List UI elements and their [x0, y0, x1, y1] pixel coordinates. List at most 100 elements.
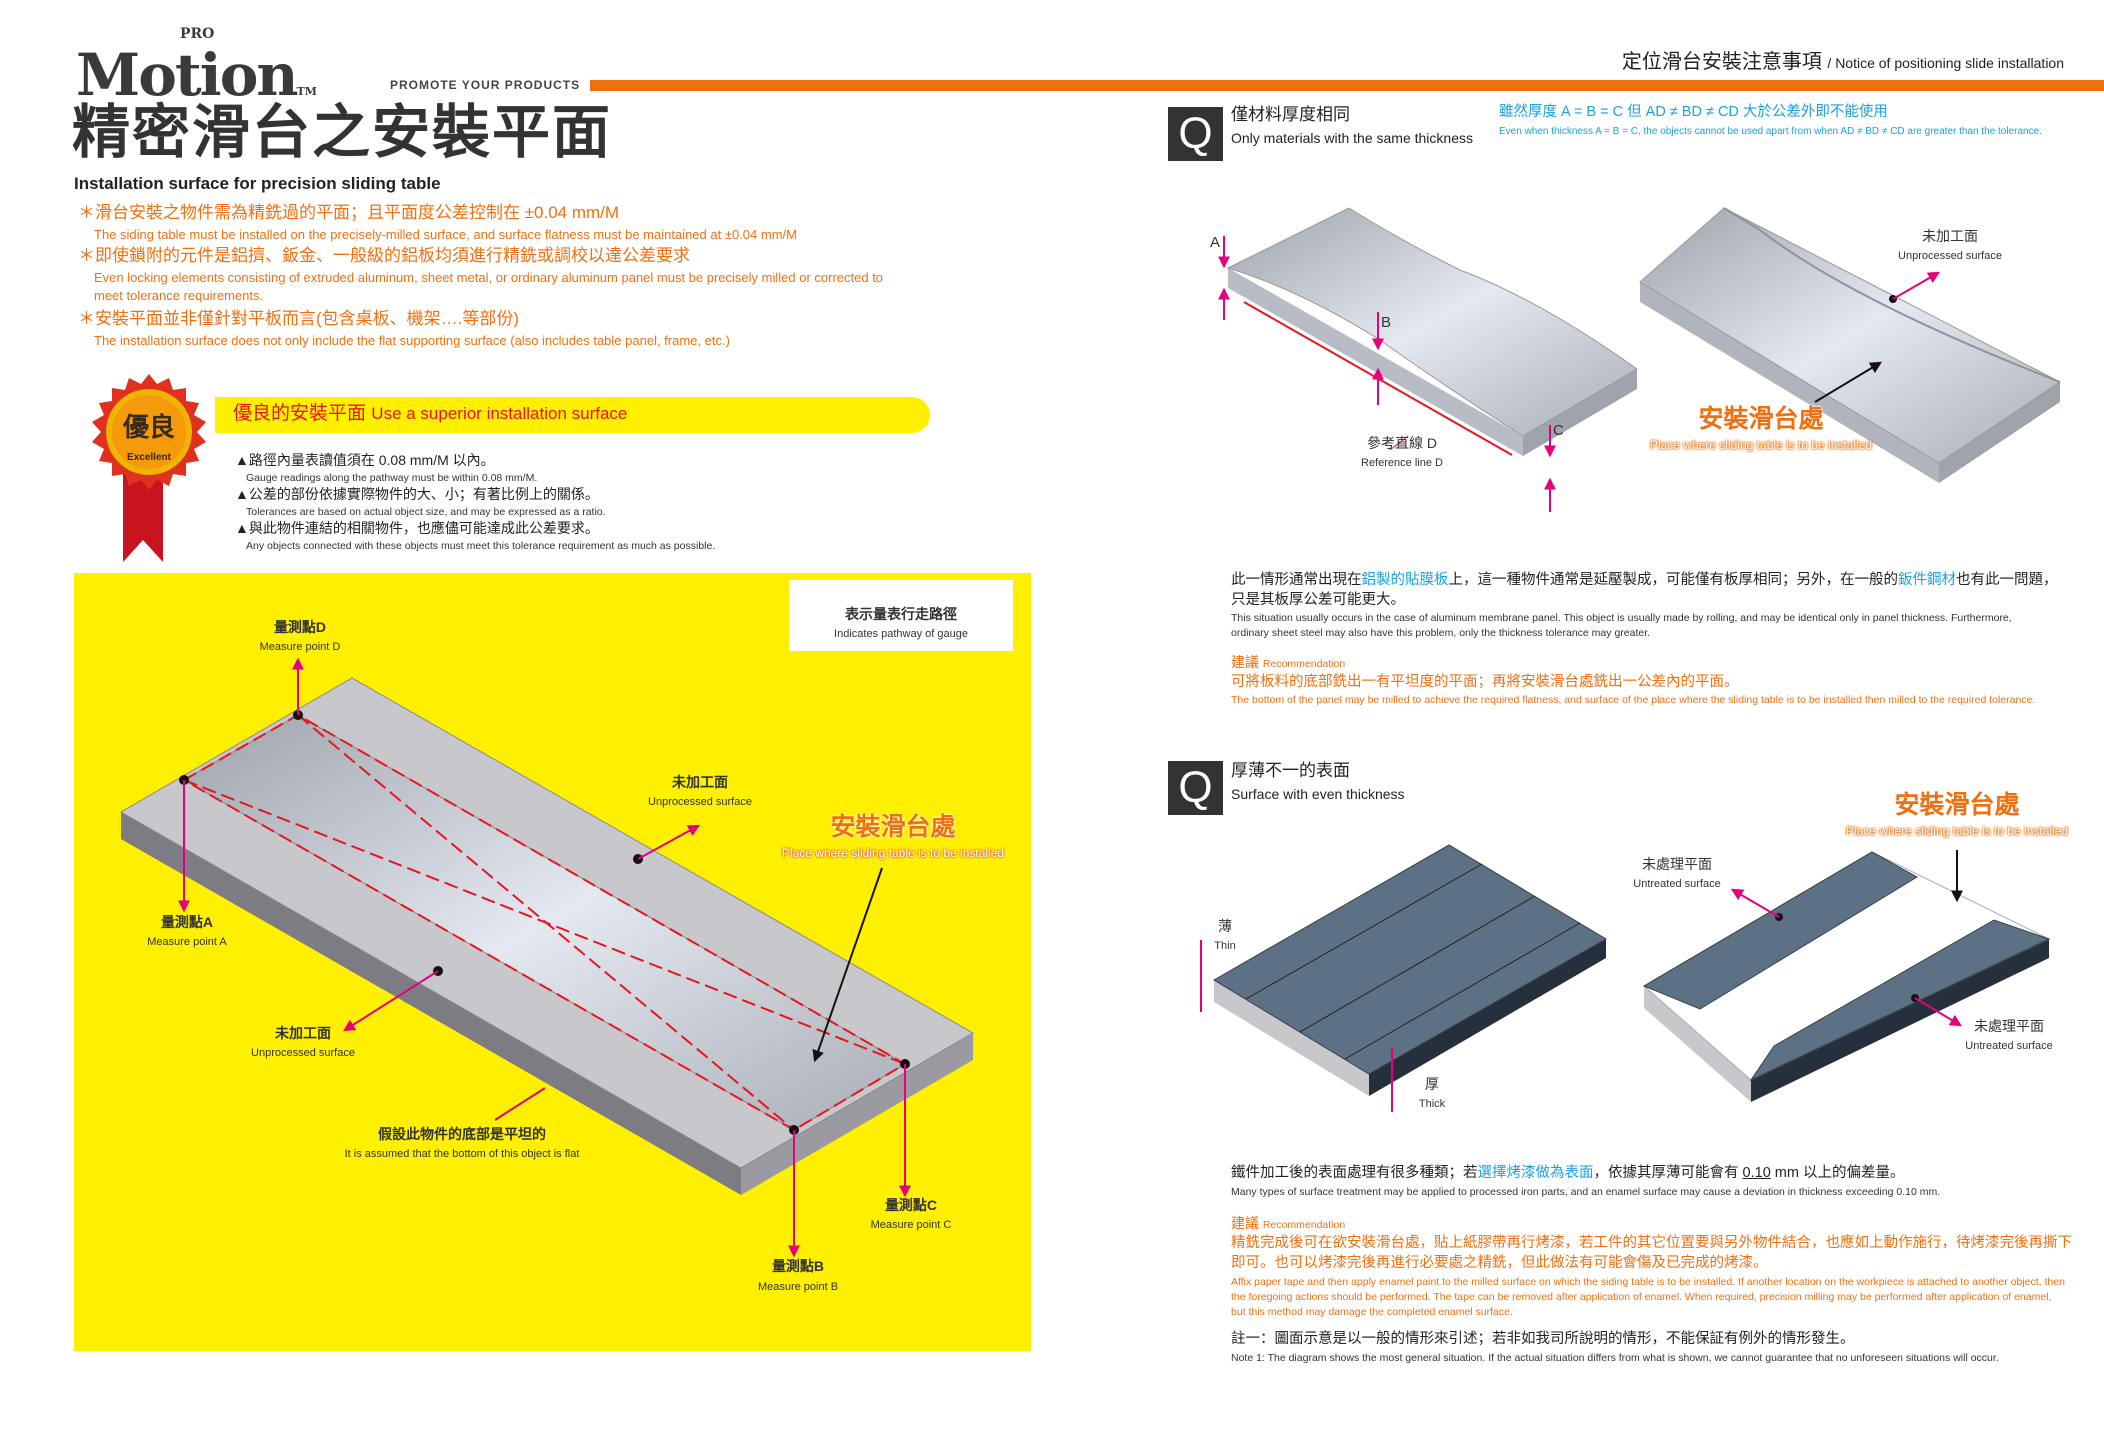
- excellent-item-2-en: Tolerances are based on actual object si…: [246, 506, 606, 518]
- requirement-3-en: The installation surface does not only i…: [94, 333, 730, 348]
- rec-zh: 建議: [1231, 1215, 1259, 1231]
- q2-icon: Q: [1168, 761, 1223, 815]
- text: 此一情形通常出現在: [1231, 572, 1362, 588]
- label-c: C: [1553, 422, 1564, 439]
- q1-icon: Q: [1168, 107, 1223, 161]
- q1-recommendation-en: The bottom of the panel may be milled to…: [1231, 694, 2036, 706]
- point-c-en: Measure point C: [870, 1219, 952, 1231]
- q1-install-zh: 安裝滑台處: [1698, 405, 1824, 433]
- untreated-1-zh: 未處理平面: [1642, 856, 1712, 872]
- requirement-2-en: Even locking elements consisting of extr…: [94, 270, 884, 285]
- q1-install-en: Place where sliding table is to be insta…: [1649, 438, 1873, 452]
- excellent-item-1-en: Gauge readings along the pathway must be…: [246, 472, 538, 484]
- unprocessed-1-en: Unprocessed surface: [648, 796, 752, 808]
- point-a-zh: 量測點A: [160, 914, 214, 930]
- masked-plate-diagram: [1642, 851, 2051, 1102]
- rec-en: Recommendation: [1262, 1219, 1346, 1231]
- requirement-1-en: The siding table must be installed on th…: [94, 227, 797, 242]
- flat-bottom-zh: 假設此物件的底部是平坦的: [378, 1126, 546, 1142]
- untreated-2-en: Untreated surface: [1965, 1040, 2053, 1052]
- deviation-value: 0.10: [1742, 1165, 1771, 1181]
- logo-pro: PRO: [180, 26, 215, 42]
- q1-paragraph-zh-cont: 只是其板厚公差可能更大。: [1231, 592, 1405, 608]
- highlight: 鈑件鋼材: [1898, 572, 1956, 588]
- logo-tm: TM: [296, 85, 317, 98]
- q1-unprocessed-zh: 未加工面: [1922, 228, 1978, 244]
- q2-recommendation-heading: 建議 Recommendation: [1231, 1215, 1345, 1232]
- q1-paragraph-zh: 此一情形通常出現在鋁製的貼膜板上，這一種物件通常是延壓製成，可能僅有板厚相同；另…: [1231, 572, 2058, 589]
- section-header-zh: 定位滑台安裝注意事項: [1621, 51, 1822, 73]
- excellent-banner: 優良的安裝平面 Use a superior installation surf…: [215, 397, 930, 433]
- excellent-item-3-en: Any objects connected with these objects…: [246, 540, 716, 552]
- excellent-item-1-zh: ▲路徑內量表讀值須在 0.08 mm/M 以內。: [235, 452, 495, 468]
- thick-en: Thick: [1418, 1098, 1446, 1110]
- section-header: 定位滑台安裝注意事項 / Notice of positioning slide…: [1622, 50, 2064, 74]
- q1-title-zh: 僅材料厚度相同: [1231, 105, 1350, 124]
- section-header-en: / Notice of positioning slide installati…: [1827, 55, 2064, 71]
- text: 上，這一種物件通常是延壓製成，可能僅有板厚相同；另外，在一般的: [1448, 572, 1899, 588]
- banner-en: Use a superior installation surface: [371, 404, 628, 423]
- excellent-medal-icon: 優良 Excellent: [92, 374, 206, 562]
- ref-line-zh: 參考直線 D: [1367, 435, 1437, 451]
- point-d-en: Measure point D: [259, 641, 341, 653]
- q2-recommendation-en-2: the foregoing actions should be performe…: [1231, 1291, 2052, 1303]
- thick-zh: 厚: [1425, 1076, 1439, 1092]
- q1-note-zh: 雖然厚度 A = B = C 但 AD ≠ BD ≠ CD 大於公差外即不能使用: [1499, 104, 1888, 120]
- rec-en: Recommendation: [1262, 658, 1346, 670]
- q1-title-en: Only materials with the same thickness: [1231, 130, 1473, 146]
- requirement-3-zh: ＊安裝平面並非僅針對平板而言(包含桌板、機架….等部份): [78, 309, 520, 328]
- highlight: 鋁製的貼膜板: [1361, 572, 1449, 588]
- q2-recommendation-en-1: Affix paper tape and then apply enamel p…: [1231, 1276, 2065, 1288]
- q1-note-en: Even when thickness A = B = C, the objec…: [1499, 126, 2042, 137]
- q2-paragraph-zh: 鐵件加工後的表面處理有很多種類；若選擇烤漆做為表面，依據其厚薄可能會有 0.10…: [1231, 1165, 1904, 1182]
- untreated-2-zh: 未處理平面: [1974, 1018, 2044, 1034]
- note-en: Note 1: The diagram shows the most gener…: [1231, 1352, 1999, 1364]
- page-title: 精密滑台之安裝平面: [72, 100, 613, 165]
- q1-recommendation-heading: 建議 Recommendation: [1231, 654, 1345, 671]
- q1-unprocessed-en: Unprocessed surface: [1898, 250, 2002, 262]
- ref-line-en: Reference line D: [1361, 457, 1443, 469]
- label-b: B: [1381, 314, 1392, 331]
- pink-arrows: [178, 657, 911, 1258]
- flat-bottom-en: It is assumed that the bottom of this ob…: [344, 1148, 580, 1160]
- rec-zh: 建議: [1231, 654, 1259, 670]
- legend-zh: 表示量表行走路徑: [845, 606, 957, 622]
- banner-zh: 優良的安裝平面: [233, 403, 367, 424]
- text: ，依據其厚薄可能會有: [1593, 1165, 1743, 1181]
- q2-recommendation-en-3: but this method may damage the completed…: [1231, 1306, 1513, 1318]
- q2-install-zh: 安裝滑台處: [1894, 791, 2020, 819]
- text: mm 以上的偏差量。: [1770, 1165, 1905, 1181]
- q2-title-zh: 厚薄不一的表面: [1231, 761, 1350, 780]
- q1-recommendation-zh: 可將板料的底部銑出一有平坦度的平面；再將安裝滑台處銑出一公差內的平面。: [1231, 674, 1739, 690]
- install-place-en: Place where sliding table is to be insta…: [781, 846, 1005, 860]
- q2-recommendation-zh-2: 即可。也可以烤漆完後再進行必要處之精銑，但此做法有可能會傷及已完成的烤漆。: [1231, 1255, 1768, 1271]
- requirement-1-zh: ＊滑台安裝之物件需為精銑過的平面；且平面度公差控制在 ±0.04 mm/M: [78, 203, 620, 222]
- point-c-zh: 量測點C: [884, 1197, 938, 1213]
- logo-text: Motion: [76, 41, 299, 109]
- painted-plate-diagram: [1213, 844, 1607, 1096]
- requirement-2-zh: ＊即使鎖附的元件是鋁擠、鈑金、一般級的鋁板均須進行精銑或調校以達公差要求: [78, 246, 690, 265]
- thin-en: Thin: [1214, 940, 1236, 952]
- requirement-2-en-cont: meet tolerance requirements.: [94, 288, 264, 303]
- milled-plate-diagram: [1639, 207, 2061, 483]
- text: 也有此一問題，: [1956, 572, 2058, 588]
- thin-zh: 薄: [1218, 918, 1232, 934]
- highlight: 選擇烤漆做為表面: [1477, 1165, 1594, 1181]
- legend-box: [789, 580, 1013, 651]
- page-subtitle: Installation surface for precision slidi…: [74, 174, 441, 193]
- q2-title-en: Surface with even thickness: [1231, 786, 1405, 802]
- wavy-plate-diagram: [1226, 207, 1638, 456]
- excellent-item-3-zh: ▲與此物件連結的相關物件，也應儘可能達成此公差要求。: [235, 520, 599, 536]
- unprocessed-2-en: Unprocessed surface: [251, 1047, 355, 1059]
- main-slab: [119, 677, 975, 1195]
- q1-paragraph-en-2: ordinary sheet steel may also have this …: [1231, 627, 1651, 639]
- unprocessed-1-zh: 未加工面: [672, 774, 728, 790]
- q2-paragraph-en: Many types of surface treatment may be a…: [1231, 1186, 1941, 1198]
- label-a: A: [1210, 234, 1221, 251]
- point-b-en: Measure point B: [757, 1281, 839, 1293]
- header-bar: [590, 80, 2104, 91]
- point-d-zh: 量測點D: [273, 619, 327, 635]
- unprocessed-2-zh: 未加工面: [275, 1025, 331, 1041]
